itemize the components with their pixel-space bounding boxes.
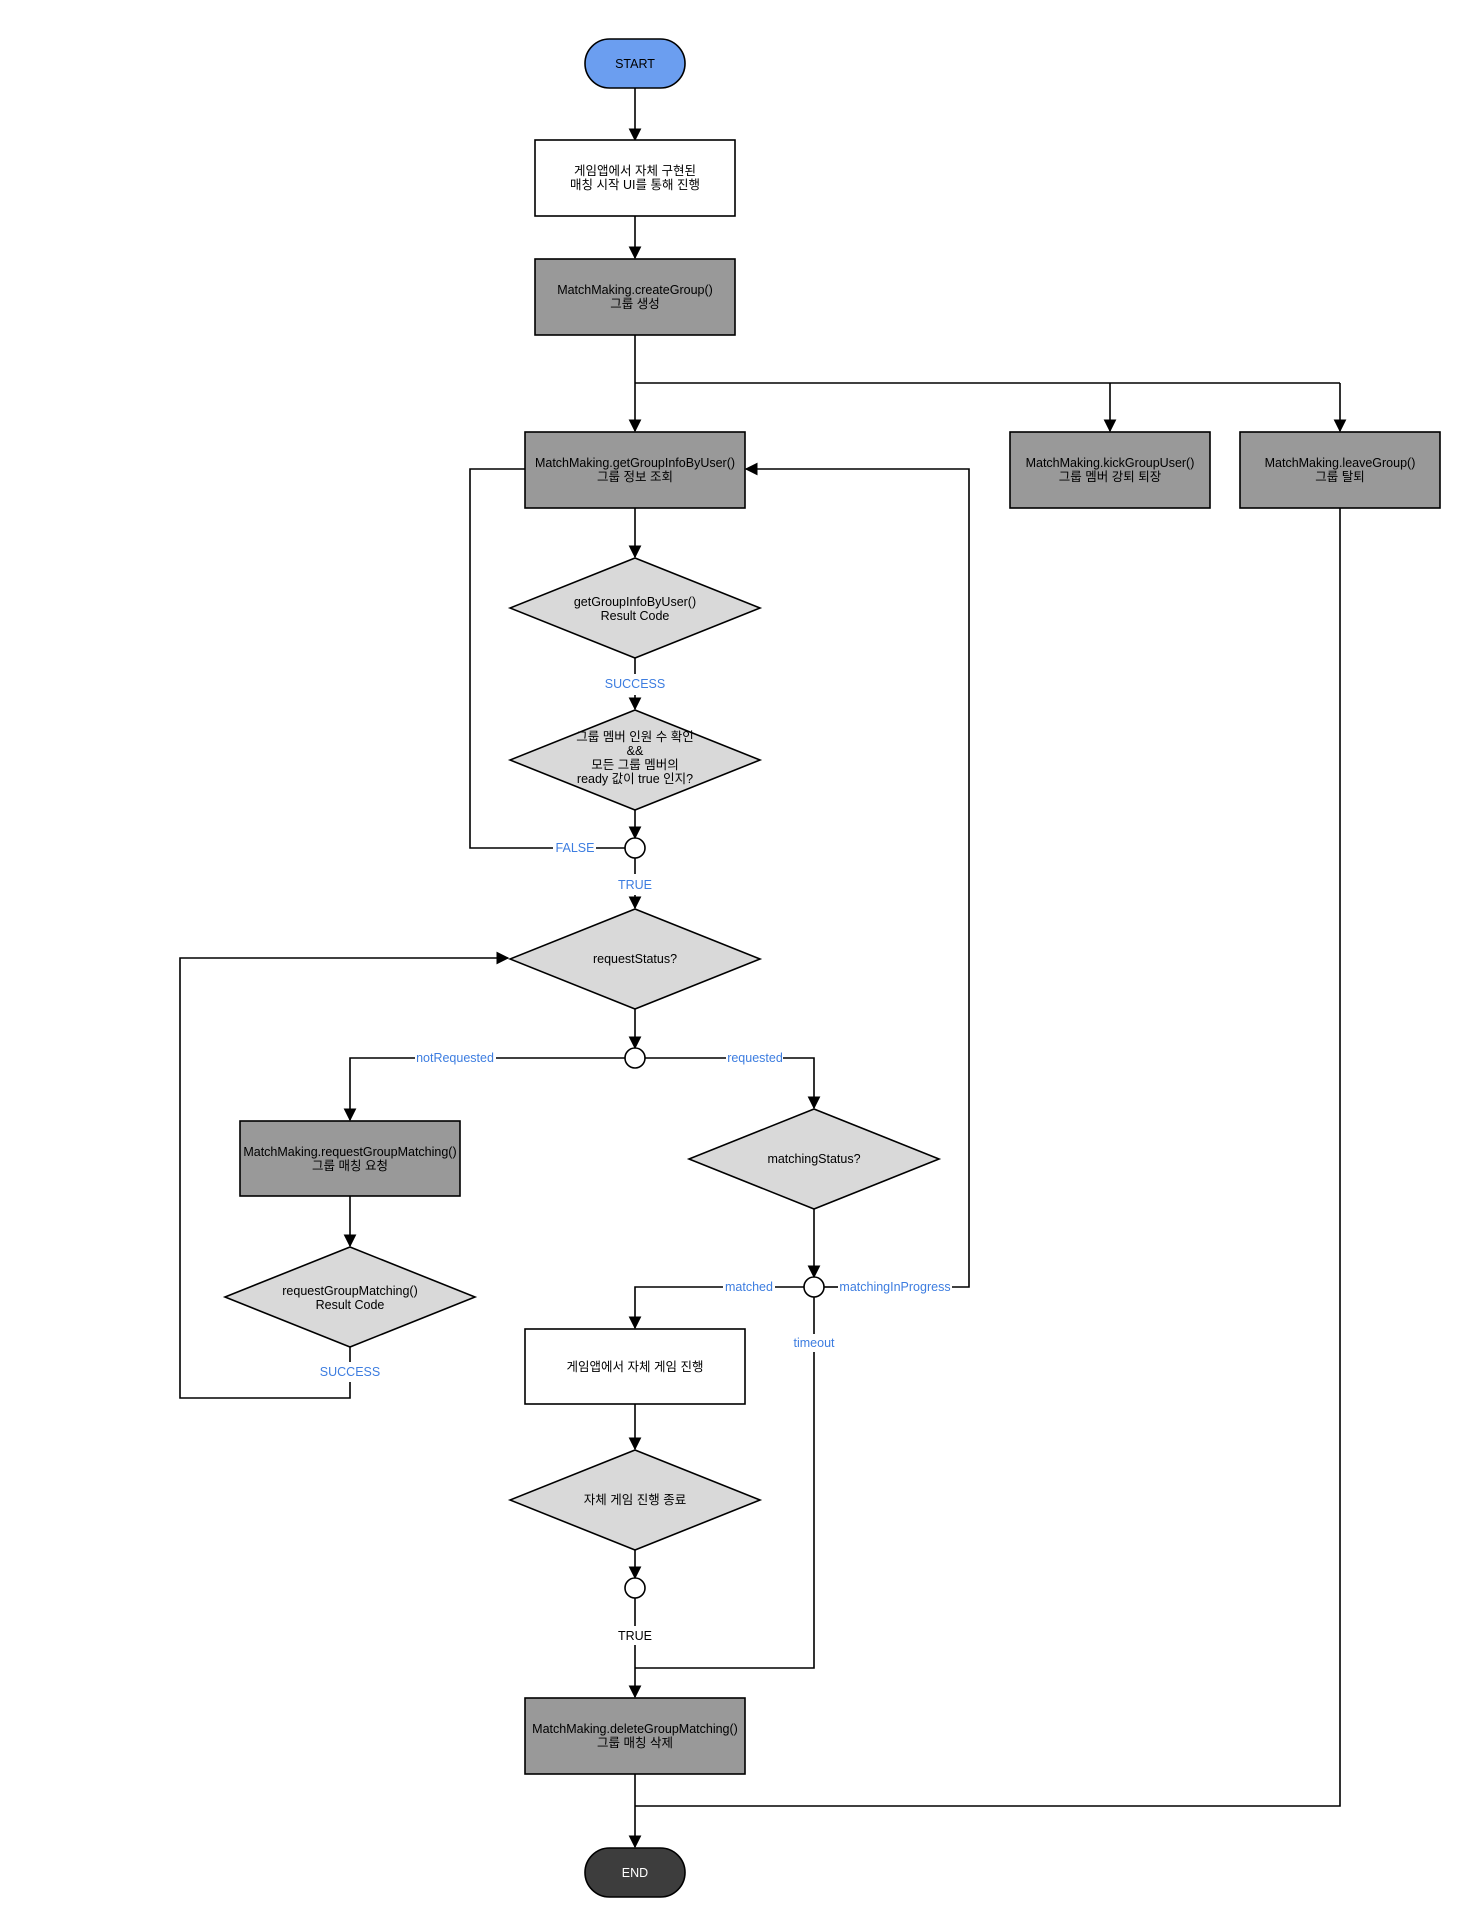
process-game-play: 게임앱에서 자체 게임 진행 bbox=[524, 1328, 746, 1405]
decision-member-check-line4: ready 값이 true 인지? bbox=[577, 772, 693, 786]
process-create-group: MatchMaking.createGroup() 그룹 생성 bbox=[534, 258, 736, 336]
process-ui-start-line1: 게임앱에서 자체 구현된 bbox=[574, 164, 696, 178]
process-delete-group-matching-line1: MatchMaking.deleteGroupMatching() bbox=[532, 1722, 738, 1736]
decision-matching-status: matchingStatus? bbox=[686, 1108, 942, 1210]
decision-request-status-line1: requestStatus? bbox=[593, 952, 677, 966]
edge-matched-b bbox=[628, 1286, 723, 1330]
edge-inprogress-b bbox=[744, 462, 970, 1288]
junction-game-end bbox=[624, 1577, 646, 1599]
process-request-group-matching-line2: 그룹 매칭 요청 bbox=[312, 1159, 388, 1173]
decision-request-result: requestGroupMatching() Result Code bbox=[222, 1246, 478, 1348]
edges bbox=[179, 88, 1347, 1849]
decision-get-info-result-line1: getGroupInfoByUser() bbox=[574, 595, 696, 609]
process-create-group-line1: MatchMaking.createGroup() bbox=[557, 283, 713, 297]
process-request-group-matching: MatchMaking.requestGroupMatching() 그룹 매칭… bbox=[239, 1120, 461, 1197]
label-false: FALSE bbox=[556, 841, 595, 855]
start-node: START bbox=[584, 38, 686, 89]
label-not-requested: notRequested bbox=[416, 1051, 494, 1065]
decision-request-status: requestStatus? bbox=[507, 908, 763, 1010]
label-success-request: SUCCESS bbox=[320, 1365, 380, 1379]
process-request-group-matching-line1: MatchMaking.requestGroupMatching() bbox=[243, 1145, 456, 1159]
edge-not-requested-b bbox=[343, 1057, 415, 1122]
process-kick-group-user: MatchMaking.kickGroupUser() 그룹 멤버 강퇴 퇴장 bbox=[1009, 431, 1211, 509]
decision-member-check: 그룹 멤버 인원 수 확인 && 모든 그룹 멤버의 ready 값이 true… bbox=[507, 709, 763, 811]
junction-matching-status bbox=[803, 1276, 825, 1298]
process-get-group-info-line1: MatchMaking.getGroupInfoByUser() bbox=[535, 456, 735, 470]
process-delete-group-matching-line2: 그룹 매칭 삭제 bbox=[597, 1736, 673, 1750]
process-leave-group-line1: MatchMaking.leaveGroup() bbox=[1265, 456, 1416, 470]
start-label: START bbox=[615, 57, 655, 71]
edge-leave-to-end bbox=[635, 508, 1341, 1807]
label-true-members: TRUE bbox=[618, 878, 652, 892]
process-leave-group-line2: 그룹 탈퇴 bbox=[1315, 470, 1364, 484]
edge-requested-b bbox=[783, 1057, 821, 1110]
decision-member-check-line3: 모든 그룹 멤버의 bbox=[591, 758, 678, 772]
process-kick-group-user-line2: 그룹 멤버 강퇴 퇴장 bbox=[1059, 470, 1162, 484]
end-label: END bbox=[622, 1866, 648, 1880]
decision-matching-status-line1: matchingStatus? bbox=[767, 1152, 860, 1166]
label-requested: requested bbox=[727, 1051, 783, 1065]
label-matching-in-progress: matchingInProgress bbox=[839, 1280, 950, 1294]
label-timeout: timeout bbox=[794, 1336, 836, 1350]
process-delete-group-matching: MatchMaking.deleteGroupMatching() 그룹 매칭 … bbox=[524, 1697, 746, 1775]
edge-labels: SUCCESS FALSE TRUE notRequested requeste… bbox=[320, 677, 951, 1643]
process-game-play-line1: 게임앱에서 자체 게임 진행 bbox=[567, 1359, 704, 1374]
process-get-group-info-line2: 그룹 정보 조회 bbox=[597, 470, 673, 484]
junction-member-check bbox=[624, 837, 646, 859]
process-leave-group: MatchMaking.leaveGroup() 그룹 탈퇴 bbox=[1239, 431, 1441, 509]
process-create-group-line2: 그룹 생성 bbox=[610, 297, 659, 311]
junction-request-status bbox=[624, 1047, 646, 1069]
decision-get-info-result-line2: Result Code bbox=[601, 609, 670, 623]
label-matched: matched bbox=[725, 1280, 773, 1294]
decision-game-end: 자체 게임 진행 종료 bbox=[507, 1449, 763, 1551]
decision-member-check-line1: 그룹 멤버 인원 수 확인 bbox=[576, 730, 693, 744]
decision-request-result-line1: requestGroupMatching() bbox=[282, 1284, 417, 1298]
decision-get-info-result: getGroupInfoByUser() Result Code bbox=[507, 557, 763, 659]
decision-request-result-line2: Result Code bbox=[316, 1298, 385, 1312]
process-kick-group-user-line1: MatchMaking.kickGroupUser() bbox=[1026, 456, 1195, 470]
decision-member-check-line2: && bbox=[627, 744, 644, 758]
process-ui-start: 게임앱에서 자체 구현된 매칭 시작 UI를 통해 진행 bbox=[534, 139, 736, 217]
label-true-game-end: TRUE bbox=[618, 1629, 652, 1643]
process-get-group-info: MatchMaking.getGroupInfoByUser() 그룹 정보 조… bbox=[524, 431, 746, 509]
decision-game-end-line1: 자체 게임 진행 종료 bbox=[584, 1492, 686, 1507]
edge-success-loop-b bbox=[179, 951, 510, 1399]
end-node: END bbox=[584, 1847, 686, 1898]
edge-timeout-b bbox=[635, 1352, 815, 1669]
process-ui-start-line2: 매칭 시작 UI를 통해 진행 bbox=[570, 177, 700, 192]
label-success-get-info: SUCCESS bbox=[605, 677, 665, 691]
